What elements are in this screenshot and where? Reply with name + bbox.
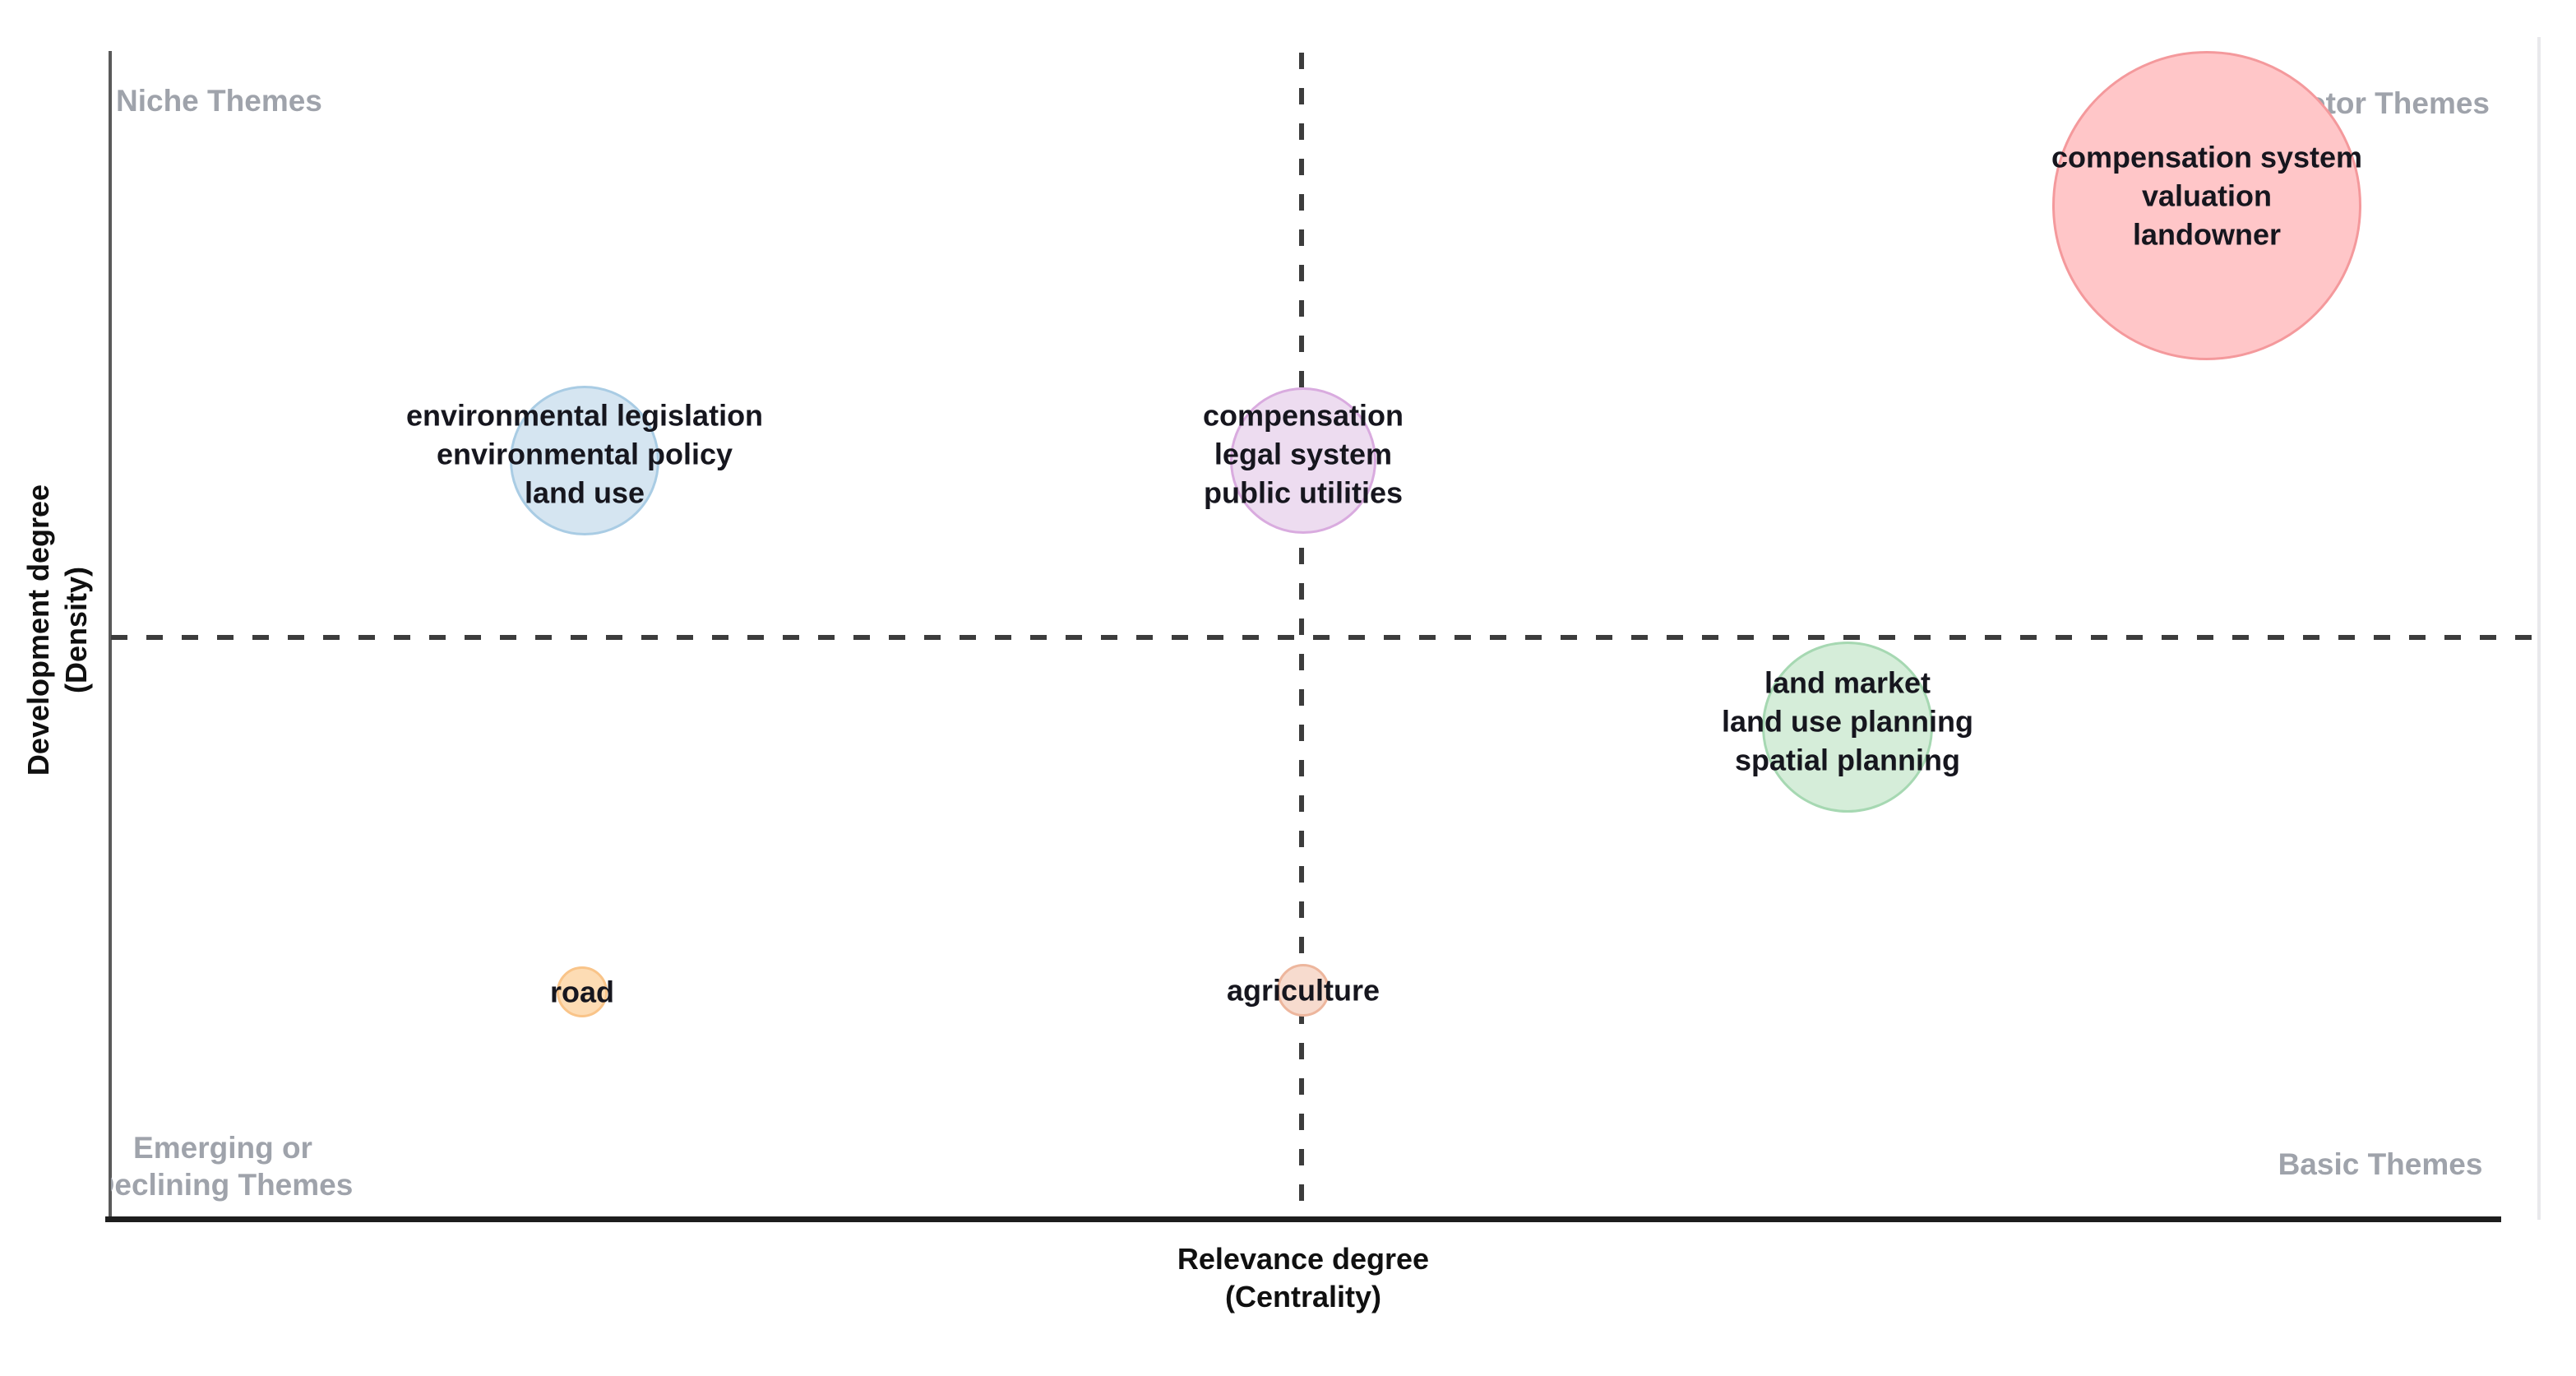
y-axis-line bbox=[109, 51, 112, 1222]
compensation-legal-system-public-utilities-bubble bbox=[1230, 387, 1376, 534]
road-label: road bbox=[549, 975, 615, 1009]
y-axis-title-line2: (Density) bbox=[59, 566, 93, 694]
road-bubble bbox=[557, 966, 608, 1017]
land-market-land-use-planning-spatial-planning-label: land market land use planning spatial pl… bbox=[1721, 665, 1974, 777]
quadrant-label-basic-themes: Basic Themes bbox=[2278, 1147, 2483, 1181]
compensation-legal-system-public-utilities-label: compensation legal system public utiliti… bbox=[1202, 398, 1404, 510]
density-divider-dashed-line bbox=[111, 635, 2539, 640]
compensation-system-valuation-landowner-label: compensation system valuation landowner bbox=[2051, 140, 2363, 252]
x-axis-title: Relevance degree (Centrality) bbox=[1177, 1240, 1429, 1316]
x-axis-title-line2: (Centrality) bbox=[1224, 1280, 1382, 1313]
land-market-land-use-planning-spatial-planning-bubble bbox=[1762, 642, 1933, 813]
x-axis-title-line1: Relevance degree bbox=[1177, 1242, 1430, 1276]
quadrant-label-emerging-declining-themes: Emerging or Declining Themes bbox=[111, 1129, 353, 1203]
y-axis-title-line1: Development degree bbox=[21, 484, 55, 776]
compensation-system-valuation-landowner-bubble bbox=[2052, 51, 2361, 360]
agriculture-bubble bbox=[1277, 964, 1330, 1017]
quadrant-label-emerging-line1: Emerging or bbox=[133, 1131, 312, 1165]
agriculture-label: agriculture bbox=[1226, 973, 1380, 1008]
y-axis-title: Development degree (Density) bbox=[20, 484, 95, 776]
environmental-legislation-policy-land-use-bubble bbox=[510, 386, 659, 535]
quadrant-label-emerging-line2: Declining Themes bbox=[111, 1168, 354, 1202]
quadrant-label-niche-themes: Niche Themes bbox=[116, 84, 322, 118]
environmental-legislation-policy-land-use-label: environmental legislation environmental … bbox=[405, 398, 764, 510]
plot-panel: Niche Themes Motor Themes Emerging or De… bbox=[111, 49, 2539, 1220]
plot-right-border bbox=[2537, 37, 2541, 1220]
